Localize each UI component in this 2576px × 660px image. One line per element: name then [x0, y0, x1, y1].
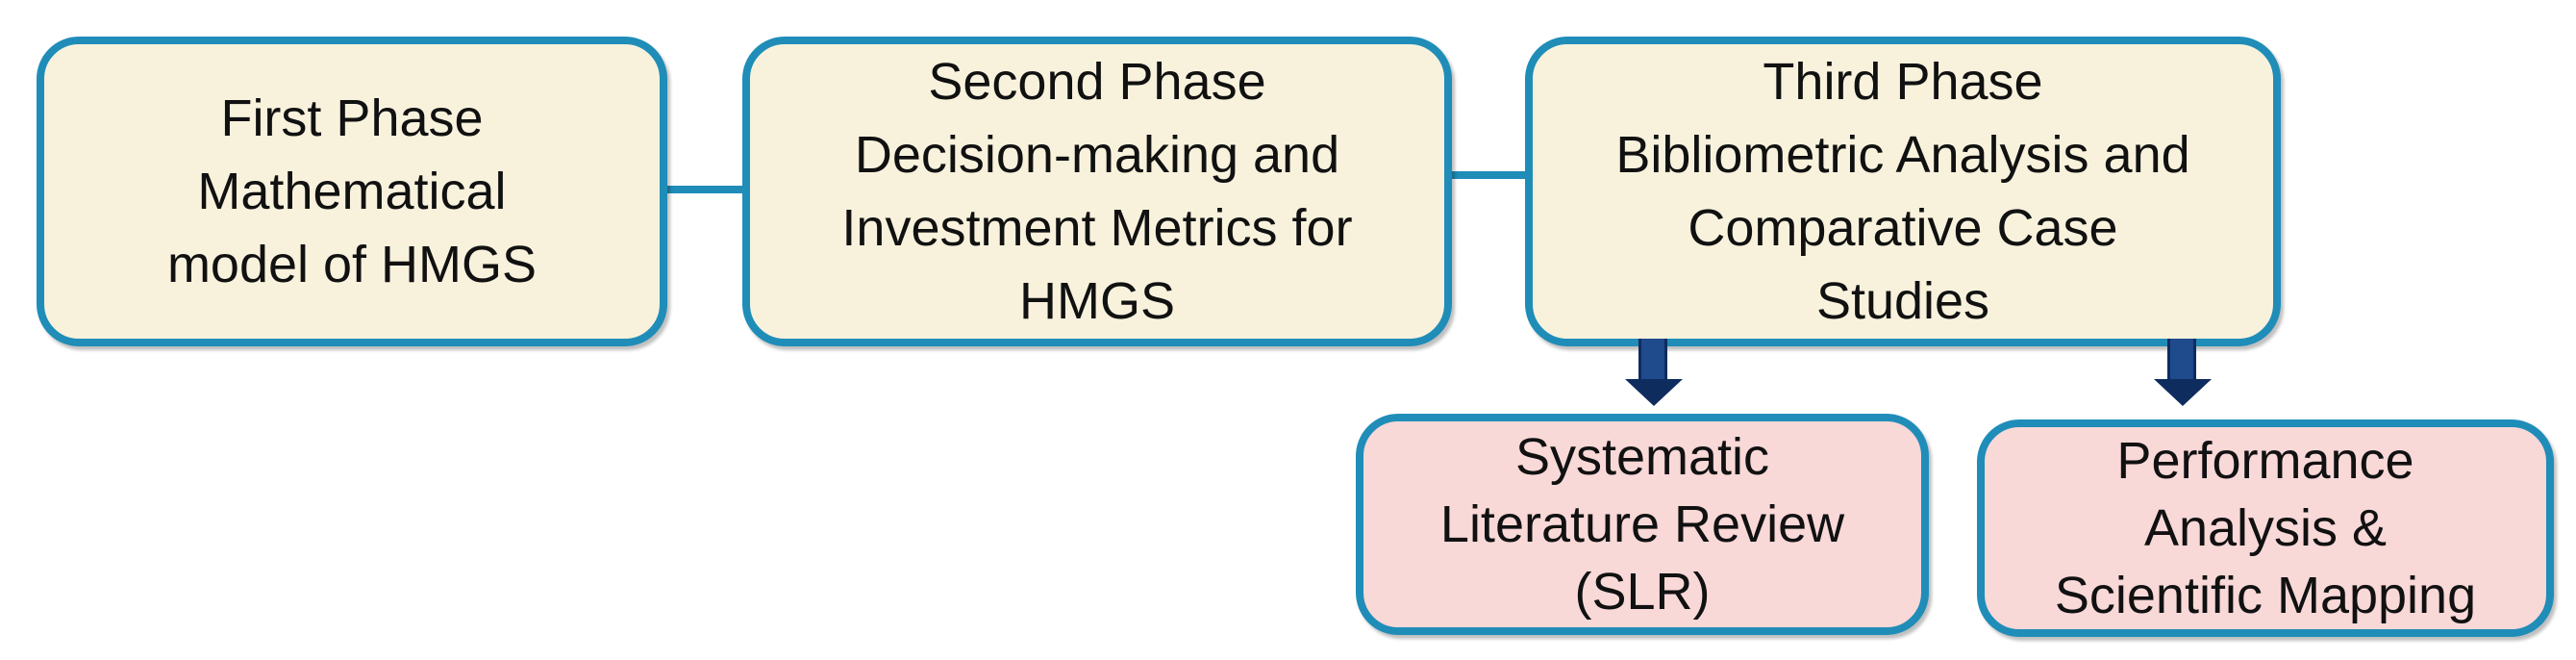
second-phase-line-3: Investment Metrics for	[841, 199, 1353, 257]
slr-line-3: (SLR)	[1574, 563, 1711, 621]
slr-box: Systematic Literature Review (SLR)	[1356, 414, 1929, 635]
slr-line-1: Systematic	[1514, 428, 1770, 486]
second-phase-line-1: Second Phase	[928, 53, 1266, 111]
performance-line-2: Analysis &	[2143, 499, 2388, 557]
performance-line-1: Performance	[2116, 432, 2414, 490]
performance-analysis-box: Performance Analysis & Scientific Mappin…	[1977, 419, 2554, 637]
arrow-shaft	[2167, 339, 2196, 383]
arrow-down-to-performance	[2154, 339, 2212, 416]
third-phase-line-1: Third Phase	[1763, 53, 2043, 111]
arrow-down-to-slr	[1625, 339, 1683, 416]
arrow-shaft	[1638, 339, 1667, 383]
connector-phase1-phase2	[663, 186, 750, 193]
first-phase-line-2: Mathematical	[197, 163, 507, 220]
third-phase-box: Third Phase Bibliometric Analysis and Co…	[1525, 37, 2281, 346]
third-phase-line-2: Bibliometric Analysis and	[1615, 126, 2190, 184]
third-phase-line-3: Comparative Case	[1688, 199, 2118, 257]
first-phase-box: First Phase Mathematical model of HMGS	[37, 37, 667, 346]
slr-line-2: Literature Review	[1439, 495, 1845, 553]
third-phase-line-4: Studies	[1815, 272, 1990, 330]
second-phase-line-4: HMGS	[1019, 272, 1175, 330]
connector-phase2-phase3	[1446, 171, 1533, 179]
first-phase-line-1: First Phase	[220, 89, 484, 147]
arrow-head	[2154, 379, 2212, 406]
second-phase-line-2: Decision-making and	[854, 126, 1340, 184]
second-phase-box: Second Phase Decision-making and Investm…	[742, 37, 1452, 346]
first-phase-line-3: model of HMGS	[166, 236, 538, 293]
performance-line-3: Scientific Mapping	[2054, 567, 2477, 624]
arrow-head	[1625, 379, 1683, 406]
